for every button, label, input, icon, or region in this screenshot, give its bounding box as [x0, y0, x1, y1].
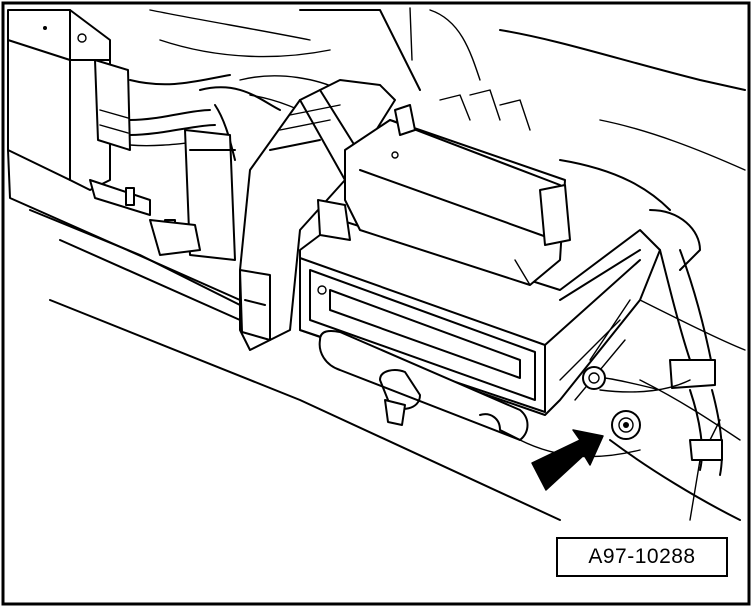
lower-hose [318, 330, 641, 458]
main-control-unit [299, 219, 661, 416]
bolts [582, 366, 661, 440]
bolt-upper [582, 366, 606, 390]
figure-reference-id: A97-10288 [556, 537, 728, 577]
housing-cover [317, 89, 571, 286]
left-control-unit [7, 9, 151, 216]
right-hoses [559, 159, 723, 476]
body-panel-lines [7, 7, 746, 521]
wiring-harness [129, 74, 341, 261]
arrow-icon [531, 429, 604, 491]
